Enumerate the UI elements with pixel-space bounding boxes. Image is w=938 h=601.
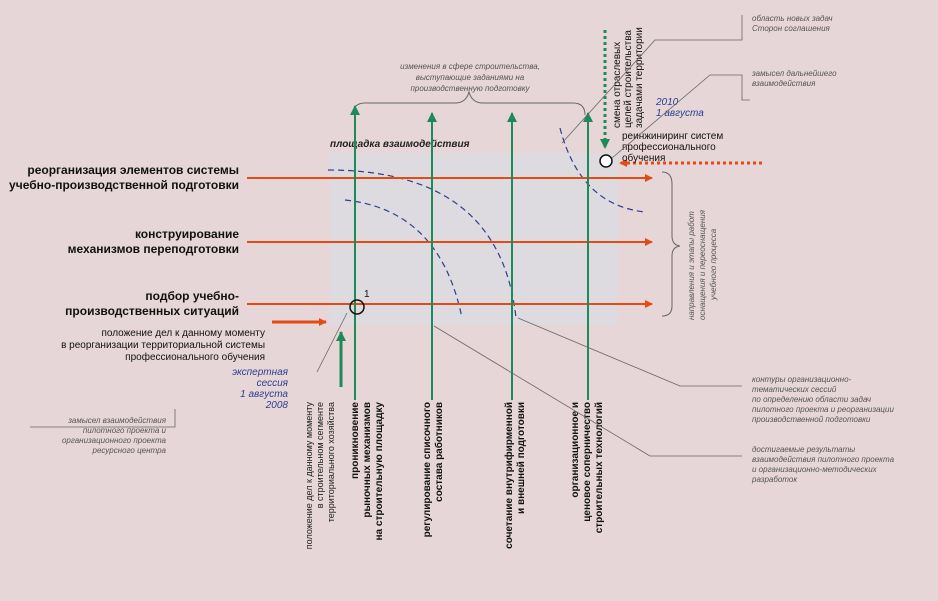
row-3-label-line-1: подбор учебно- [145,289,239,303]
note-new-tasks-line-1: область новых задач [752,14,833,23]
interaction-platform [330,153,618,325]
svg-text:строительных технологий: строительных технологий [594,402,605,533]
sector-goals-label: смена отраслевых целей строительства зад… [612,27,645,128]
leader-results [433,325,742,457]
column-4-label: организационное и ценовое соперничество … [570,402,605,533]
note-contours-line-5: производственной подготовки [752,415,871,424]
svg-text:оснащения и переоснащения: оснащения и переоснащения [698,209,707,320]
note-intent-left-line-3: организационного проекта [62,436,167,445]
svg-text:рыночных механизмов: рыночных механизмов [362,402,373,518]
svg-text:сочетание внутрифирменной: сочетание внутрифирменной [503,402,515,549]
expert-session-line-4: 2008 [265,400,289,411]
svg-text:в строительном сегменте: в строительном сегменте [315,402,325,508]
svg-text:направления и этапы работ: направления и этапы работ [687,211,696,320]
note-intent-left-line-4: ресурсного центра [92,446,167,455]
note-results-line-3: и организационно-методических [752,465,878,474]
situation-line-1: положение дел к данному моменту [101,328,265,339]
top-caption-line-3: производственную подготовку [410,84,530,93]
svg-text:положение дел к данному момент: положение дел к данному моменту [304,402,314,550]
svg-text:смена отраслевых: смена отраслевых [612,42,623,128]
dashed-curve-3 [559,127,646,213]
svg-text:на строительную площадку: на строительную площадку [374,402,385,541]
svg-text:проникновение: проникновение [350,402,361,479]
leader-contours [517,317,742,387]
svg-text:ценовое соперничество: ценовое соперничество [582,402,593,522]
note-results-line-2: взаимодействия пилотного проекта [752,455,895,464]
leader-new-tasks [561,15,743,144]
note-contours-line-2: тематических сессий [752,385,837,394]
baseline-label: положение дел к данному моменту в строит… [304,402,336,550]
point-1-label: 1 [364,289,370,300]
date-2010-year: 2010 [655,97,679,108]
svg-text:регулирование списочного: регулирование списочного [422,402,433,537]
svg-text:учебного процесса: учебного процесса [709,228,718,301]
svg-text:и внешней подготовки: и внешней подготовки [516,402,527,514]
note-results-line-4: разработок [751,475,798,484]
svg-text:состава работников: состава работников [433,402,445,502]
situation-line-2: в реорганизации территориальной системы [61,340,265,351]
note-further-intent-line-2: взаимодействия [752,79,816,88]
svg-text:территориального хозяйства: территориального хозяйства [326,402,336,522]
note-new-tasks-line-2: Сторон соглашения [752,24,831,33]
point-1-marker [349,299,365,315]
note-intent-left-line-2: пилотного проекта и [83,426,167,435]
row-2-label-line-1: конструирование [135,227,239,241]
expert-session-line-1: экспертная [232,367,289,378]
top-bracket [352,90,586,116]
situation-line-3: профессионального обучения [125,351,265,363]
note-contours-line-1: контуры организационно- [752,375,852,384]
reengineering-line-3: обучения [622,152,665,164]
row-3-label-line-2: производственных ситуаций [65,304,239,318]
leader-expert-session [316,312,348,373]
expert-session-line-2: сессия [257,378,289,389]
right-bracket-label: направления и этапы работ оснащения и пе… [687,209,718,320]
note-contours-line-4: пилотного проекта и реорганизации [752,405,894,414]
reengineering-line-1: реинжиниринг систем [622,131,723,142]
dashed-curve-1 [344,199,463,319]
svg-text:целей строительства: целей строительства [623,30,634,128]
row-1-label-line-1: реорганизация элементов системы [27,163,239,177]
row-2-label-line-2: механизмов переподготовки [68,242,239,256]
row-1-label-line-2: учебно-производственной подготовки [9,178,239,192]
expert-session-line-3: 1 августа [240,389,288,400]
right-bracket [661,171,681,317]
top-caption-line-1: изменения в сфере строительства, [400,62,540,71]
dashed-curve-2 [327,169,517,319]
leader-further-intent [611,74,750,159]
reengineering-point-marker [599,154,613,168]
leader-intent-left [30,409,176,428]
top-caption-line-2: выступающие заданиями на [416,73,525,82]
note-further-intent-line-1: замысел дальнейшего [751,69,837,78]
column-1-label: проникновение рыночных механизмов на стр… [350,402,385,541]
note-contours-line-3: по определению области задач [752,395,871,404]
column-3-label: сочетание внутрифирменной и внешней подг… [503,402,527,549]
date-2010-day: 1 августа [656,108,704,119]
column-2-label: регулирование списочного состава работни… [422,402,445,537]
note-intent-left-line-1: замысел взаимодействия [67,416,166,425]
reengineering-line-2: профессионального [622,141,716,153]
svg-text:задачами территории: задачами территории [634,27,645,128]
svg-text:организационное и: организационное и [570,402,581,498]
platform-label: площадка взаимодействия [330,139,470,150]
note-results-line-1: достигаемые результаты [752,445,855,454]
